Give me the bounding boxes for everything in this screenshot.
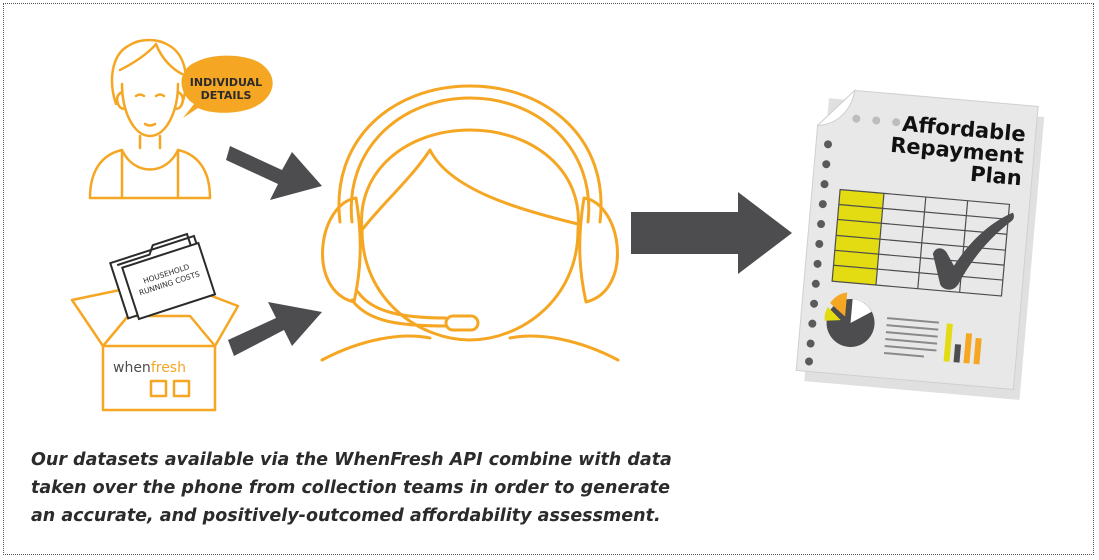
box-brand-part1: when <box>113 360 151 376</box>
headset-agent-icon <box>320 84 620 362</box>
speech-bubble: INDIVIDUAL DETAILS <box>181 55 273 118</box>
arrow-box-to-agent <box>228 302 322 356</box>
speech-bubble-line1: INDIVIDUAL <box>190 76 262 89</box>
caption-line3: an accurate, and positively-outcomed aff… <box>31 506 661 526</box>
speech-bubble-line2: DETAILS <box>201 89 252 102</box>
bar-chart-icon <box>943 323 982 365</box>
document-title-line3: Plan <box>969 162 1023 190</box>
arrow-agent-to-plan <box>631 192 792 274</box>
folder-icon: HOUSEHOLD RUNNING COSTS <box>109 232 217 321</box>
binder-holes <box>805 140 833 366</box>
caption-line1: Our datasets available via the WhenFresh… <box>31 450 672 470</box>
diagram-frame <box>3 3 1094 555</box>
box-brand-part2: fresh <box>151 360 186 376</box>
text-lines <box>883 317 939 358</box>
box-icon <box>70 288 240 412</box>
arrow-person-to-agent <box>226 146 322 200</box>
person-icon <box>88 38 212 200</box>
document-icon: Affordable Repayment Plan <box>795 89 1045 400</box>
caption-text: Our datasets available via the WhenFresh… <box>31 446 672 530</box>
pie-chart-icon <box>824 292 875 347</box>
checkmark-icon <box>932 212 1014 290</box>
box-brand-text: whenfresh <box>113 360 186 376</box>
caption-line2: taken over the phone from collection tea… <box>31 478 670 498</box>
microphone-icon <box>444 314 480 332</box>
